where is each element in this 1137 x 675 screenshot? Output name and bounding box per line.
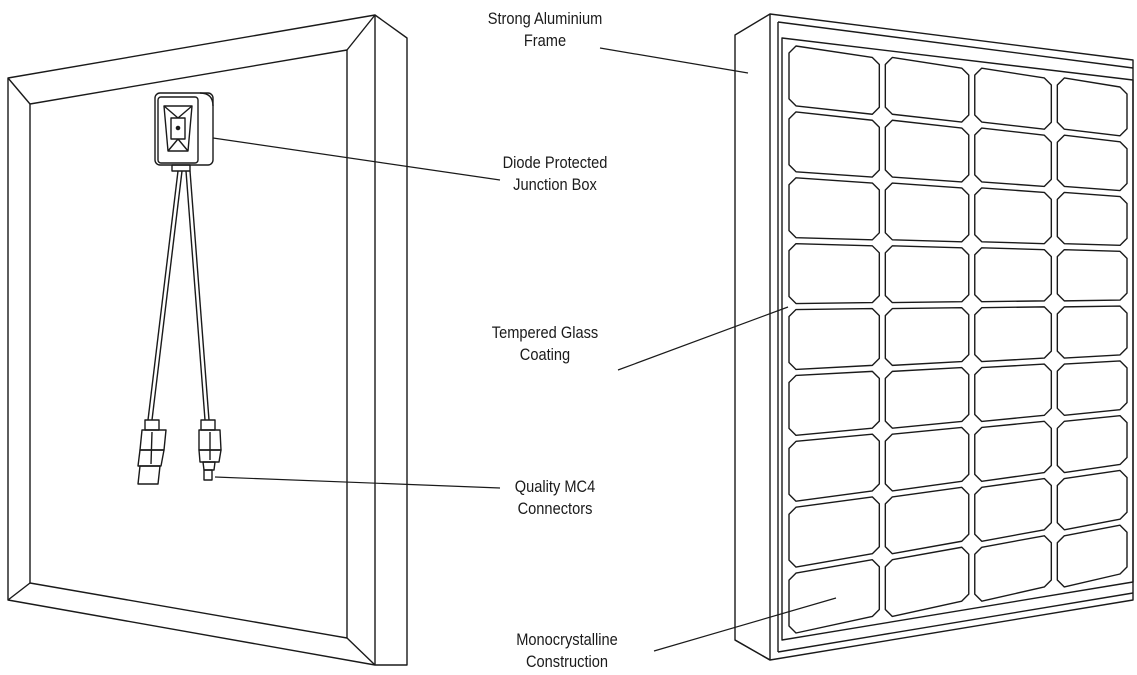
leader-lines bbox=[212, 47, 837, 652]
solar-cell bbox=[884, 56, 970, 123]
solar-cell bbox=[974, 67, 1053, 130]
solar-cell bbox=[788, 370, 881, 437]
callout-junction-line1: Diode Protected bbox=[502, 153, 608, 172]
callout-mc4-line1: Quality MC4 bbox=[514, 477, 596, 496]
solar-cell bbox=[788, 177, 881, 241]
solar-cell bbox=[788, 111, 881, 178]
solar-cell bbox=[974, 187, 1053, 245]
mc4-connector-left bbox=[137, 419, 167, 485]
solar-cell bbox=[1056, 360, 1128, 417]
callout-glass-line2: Coating bbox=[519, 345, 571, 364]
solar-cell bbox=[884, 245, 970, 304]
cables bbox=[147, 170, 210, 421]
callout-junction-box: Diode Protected Junction Box bbox=[491, 152, 620, 196]
solar-cell bbox=[884, 182, 970, 243]
solar-cell bbox=[1056, 248, 1128, 302]
solar-cell bbox=[1056, 305, 1128, 359]
solar-cell bbox=[788, 242, 881, 305]
solar-cell bbox=[788, 45, 881, 115]
callout-mc4-line2: Connectors bbox=[517, 499, 593, 518]
solar-cell bbox=[974, 420, 1053, 483]
callout-glass: Tempered Glass Coating bbox=[481, 322, 610, 366]
solar-cell bbox=[1056, 77, 1128, 137]
solar-cell bbox=[884, 306, 970, 367]
solar-cell bbox=[884, 426, 970, 492]
mc4-connector-right bbox=[198, 419, 222, 481]
leader-mono bbox=[653, 597, 837, 652]
front-panel-frame-outer bbox=[734, 13, 1134, 661]
solar-cell bbox=[788, 496, 881, 568]
callout-frame: Strong Aluminium Frame bbox=[481, 8, 610, 52]
leader-junction bbox=[212, 137, 501, 181]
callout-mono-line1: Monocrystalline bbox=[516, 630, 618, 649]
solar-cell bbox=[884, 546, 970, 618]
callout-mono-line2: Construction bbox=[525, 652, 609, 671]
solar-cell bbox=[1056, 524, 1128, 588]
callout-frame-line2: Frame bbox=[523, 31, 567, 50]
solar-cell bbox=[974, 127, 1053, 188]
callout-frame-line1: Strong Aluminium bbox=[487, 9, 603, 28]
front-panel-glass-border bbox=[781, 37, 1134, 641]
callout-junction-line2: Junction Box bbox=[513, 175, 597, 194]
solar-cell-grid bbox=[788, 45, 1128, 634]
solar-cell bbox=[1056, 414, 1128, 474]
solar-cell bbox=[788, 433, 881, 502]
solar-cell bbox=[884, 119, 970, 183]
solar-cell bbox=[884, 366, 970, 429]
solar-cell bbox=[974, 363, 1053, 423]
solar-cell bbox=[1056, 469, 1128, 531]
callout-glass-line1: Tempered Glass bbox=[491, 323, 599, 342]
callout-mc4-connectors: Quality MC4 Connectors bbox=[491, 476, 620, 520]
back-panel bbox=[7, 14, 408, 666]
solar-cell bbox=[884, 486, 970, 555]
leader-mc4 bbox=[214, 476, 501, 489]
solar-cell bbox=[974, 535, 1053, 602]
leader-frame bbox=[599, 47, 749, 74]
front-panel bbox=[734, 13, 1134, 661]
leader-glass bbox=[617, 306, 789, 371]
solar-cell bbox=[788, 307, 881, 371]
junction-box bbox=[154, 92, 214, 172]
solar-cell bbox=[788, 559, 881, 634]
solar-cell bbox=[974, 247, 1053, 303]
solar-cell bbox=[1056, 191, 1128, 247]
solar-cell bbox=[974, 477, 1053, 542]
solar-cell bbox=[1056, 134, 1128, 192]
callout-monocrystalline: Monocrystalline Construction bbox=[494, 629, 640, 673]
solar-cell bbox=[974, 306, 1053, 363]
